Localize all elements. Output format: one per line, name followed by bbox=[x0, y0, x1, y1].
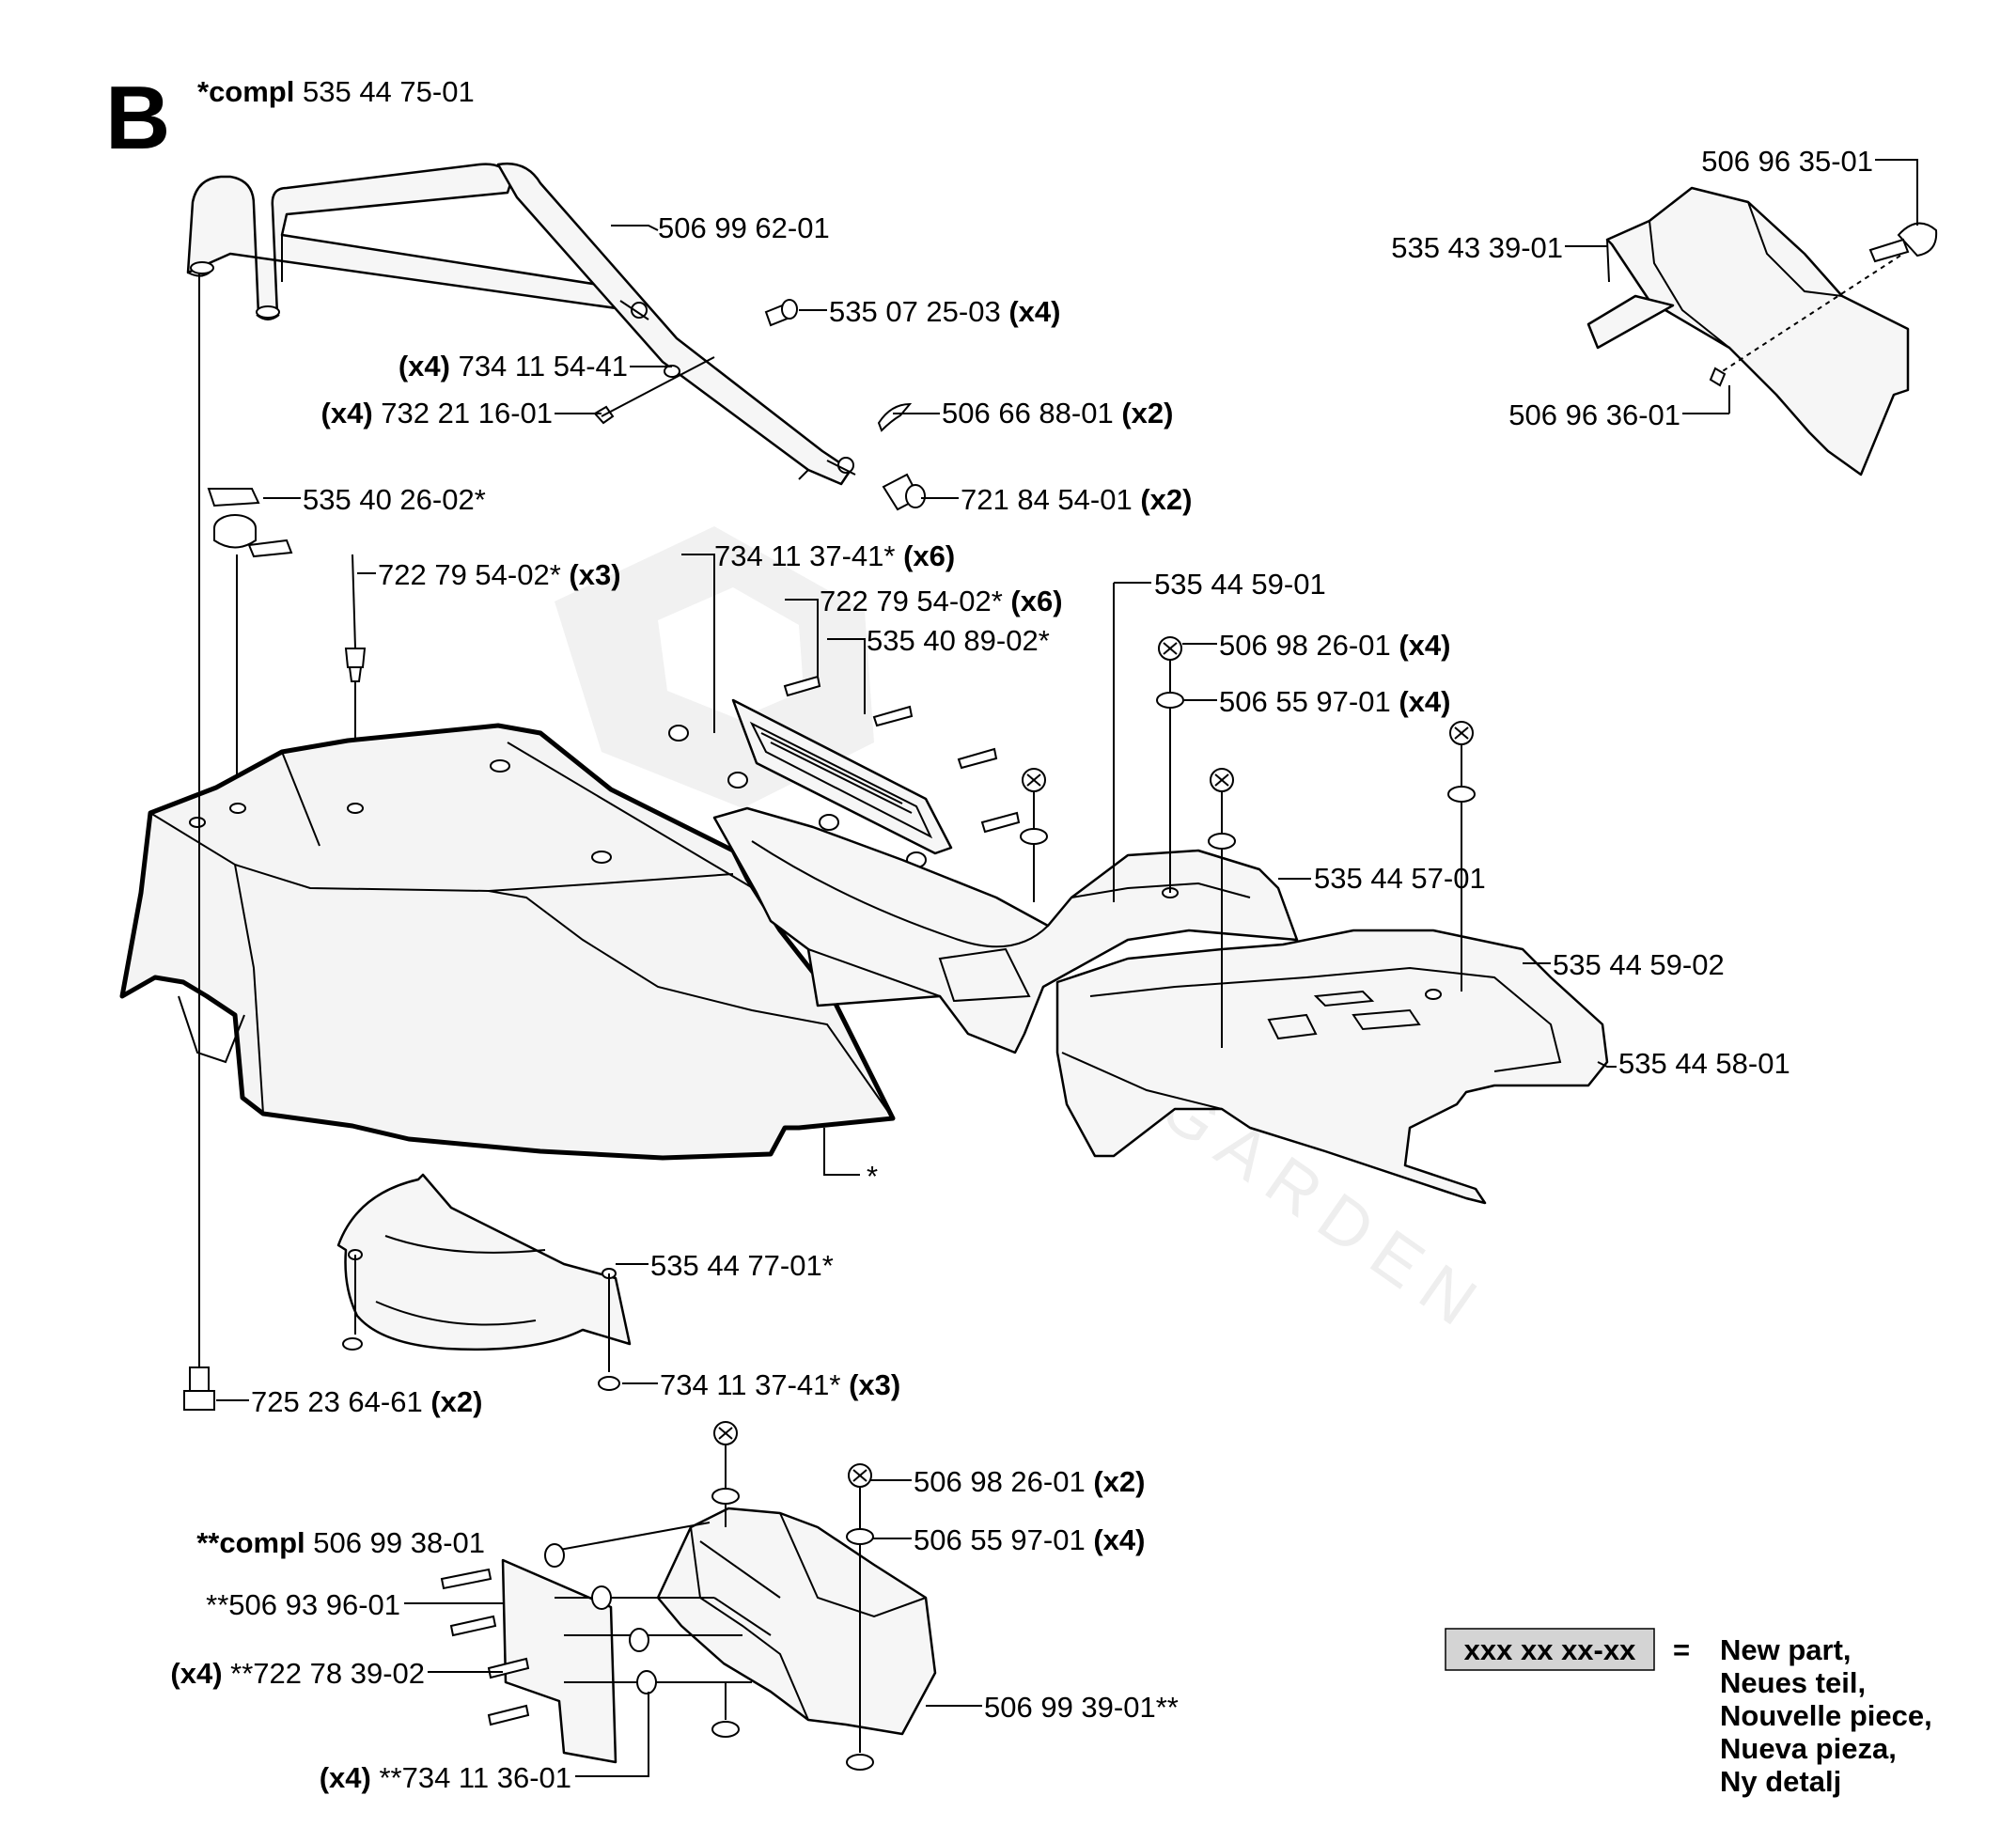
label-sub-assembly: **compl 506 99 38-01 bbox=[196, 1526, 485, 1559]
legend-line: Nueva pieza, bbox=[1720, 1732, 1897, 1765]
label-seat-frame: 535 44 59-01 bbox=[1154, 568, 1326, 601]
label-tray: 535 44 77-01* bbox=[650, 1249, 834, 1282]
label-washer-top: 506 55 97-01 (x4) bbox=[1219, 685, 1450, 718]
tray-part bbox=[336, 1173, 632, 1391]
floor-mat-part bbox=[1055, 929, 1609, 1205]
label-plate-cover: **506 93 96-01 bbox=[206, 1588, 400, 1621]
legend-line: Ny detalj bbox=[1720, 1765, 1841, 1798]
seat-hardware bbox=[1020, 636, 1476, 1048]
legend-sample-box bbox=[1445, 1628, 1655, 1671]
label-deflector: 535 43 39-01 bbox=[1391, 231, 1563, 264]
legend-line: Nouvelle piece, bbox=[1720, 1699, 1932, 1732]
label-seat-insert: 535 44 59-02 bbox=[1553, 948, 1725, 981]
legend: xxx xx xx-xx = New part, Neues teil, Nou… bbox=[1445, 1628, 1932, 1798]
legend-sample-text: xxx xx xx-xx bbox=[1464, 1633, 1636, 1666]
deflector-part bbox=[1586, 186, 1938, 476]
bolt-bottom-part bbox=[183, 1366, 215, 1411]
label-washer-tray: 734 11 37-41* (x3) bbox=[660, 1368, 900, 1401]
label-grille: 535 40 89-02* bbox=[867, 624, 1050, 657]
label-knob: 535 40 26-02* bbox=[303, 483, 486, 516]
grille-rivets bbox=[783, 675, 1021, 834]
handle-part bbox=[186, 162, 856, 486]
leader-lines bbox=[216, 159, 1918, 1777]
label-screw-top: 506 98 26-01 (x4) bbox=[1219, 629, 1450, 662]
label-nut-handle: (x4) 732 21 16-01 bbox=[321, 397, 553, 429]
label-handle-bolt: 535 07 25-03 (x4) bbox=[829, 295, 1060, 328]
rivet-top-part bbox=[344, 554, 367, 808]
legend-equals: = bbox=[1673, 1633, 1690, 1666]
label-screw-cover: 506 98 26-01 (x2) bbox=[914, 1465, 1145, 1498]
label-rivet-cover: (x4) **722 78 39-02 bbox=[170, 1657, 425, 1690]
label-seat-plate: 535 44 57-01 bbox=[1314, 862, 1486, 895]
callout-labels: 506 99 62-01 535 07 25-03 (x4) (x4) 734 … bbox=[170, 145, 1873, 1794]
grille-part bbox=[668, 698, 953, 868]
label-hood-marker: * bbox=[867, 1160, 878, 1193]
label-pin: 721 84 54-01 (x2) bbox=[961, 483, 1192, 516]
label-bolt-bottom: 725 23 64-61 (x2) bbox=[251, 1385, 482, 1418]
complete-assembly-label: *compl 535 44 75-01 bbox=[197, 75, 475, 108]
label-rivet-grille: 722 79 54-02* (x6) bbox=[820, 585, 1063, 617]
seat-frame-part bbox=[712, 806, 1299, 1054]
section-letter: B bbox=[105, 68, 170, 168]
label-deflector-pin: 506 96 35-01 bbox=[1701, 145, 1873, 178]
legend-line: Neues teil, bbox=[1720, 1666, 1866, 1699]
legend-line: New part, bbox=[1720, 1633, 1852, 1666]
knob-part bbox=[207, 488, 293, 808]
label-rivet-top: 722 79 54-02* (x3) bbox=[378, 558, 621, 591]
label-clip: 506 66 88-01 (x2) bbox=[942, 397, 1173, 429]
label-washer-cover: 506 55 97-01 (x4) bbox=[914, 1523, 1145, 1556]
handle-hardware bbox=[593, 299, 926, 511]
label-washer-grille: 734 11 37-41* (x6) bbox=[714, 539, 955, 572]
label-floor-mat: 535 44 58-01 bbox=[1618, 1047, 1790, 1080]
cover-assembly-part bbox=[440, 1421, 937, 1771]
label-cover: 506 99 39-01** bbox=[984, 1691, 1179, 1724]
label-handle: 506 99 62-01 bbox=[658, 211, 830, 244]
hood-part bbox=[119, 723, 896, 1161]
label-washer-handle: (x4) 734 11 54-41 bbox=[399, 350, 628, 383]
label-washer-cover-small: (x4) **734 11 36-01 bbox=[320, 1761, 571, 1794]
label-deflector-washer: 506 96 36-01 bbox=[1508, 398, 1680, 431]
